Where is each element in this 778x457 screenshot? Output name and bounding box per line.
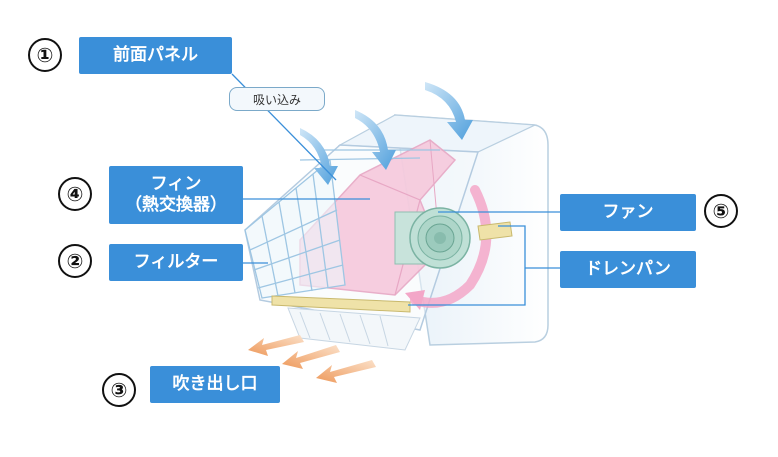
intake-arrow-3 bbox=[425, 82, 473, 140]
label-fin-line2: （熱交換器） bbox=[125, 195, 227, 215]
label-fan: ファン bbox=[560, 194, 696, 231]
callout-number-4: ④ bbox=[58, 177, 92, 211]
filter-grid bbox=[244, 149, 440, 299]
callout-number-1: ① bbox=[28, 38, 62, 72]
label-drain-pan: ドレンパン bbox=[560, 251, 696, 288]
leader-drain-pan bbox=[408, 225, 526, 306]
intake-tag: 吸い込み bbox=[229, 87, 325, 111]
label-fin-line1: フィン bbox=[150, 173, 202, 194]
callout-number-5: ⑤ bbox=[704, 194, 738, 228]
callout-number-3: ③ bbox=[102, 373, 136, 407]
outlet-arrow-1 bbox=[248, 335, 304, 356]
outlet-arrow-3 bbox=[316, 360, 376, 383]
label-fin: フィン （熱交換器） bbox=[109, 166, 243, 224]
label-filter: フィルター bbox=[109, 244, 243, 281]
outlet-louver bbox=[287, 307, 421, 351]
label-front-panel: 前面パネル bbox=[79, 37, 232, 74]
drain-pan-lower bbox=[271, 295, 411, 313]
callout-number-2: ② bbox=[58, 244, 92, 278]
fan-cylinder bbox=[394, 207, 471, 269]
internal-airflow-arrow bbox=[410, 185, 492, 308]
intake-arrow-2 bbox=[355, 110, 396, 170]
outlet-arrow-2 bbox=[282, 345, 340, 369]
label-outlet: 吹き出し口 bbox=[150, 366, 280, 403]
intake-arrow-1 bbox=[300, 128, 338, 185]
